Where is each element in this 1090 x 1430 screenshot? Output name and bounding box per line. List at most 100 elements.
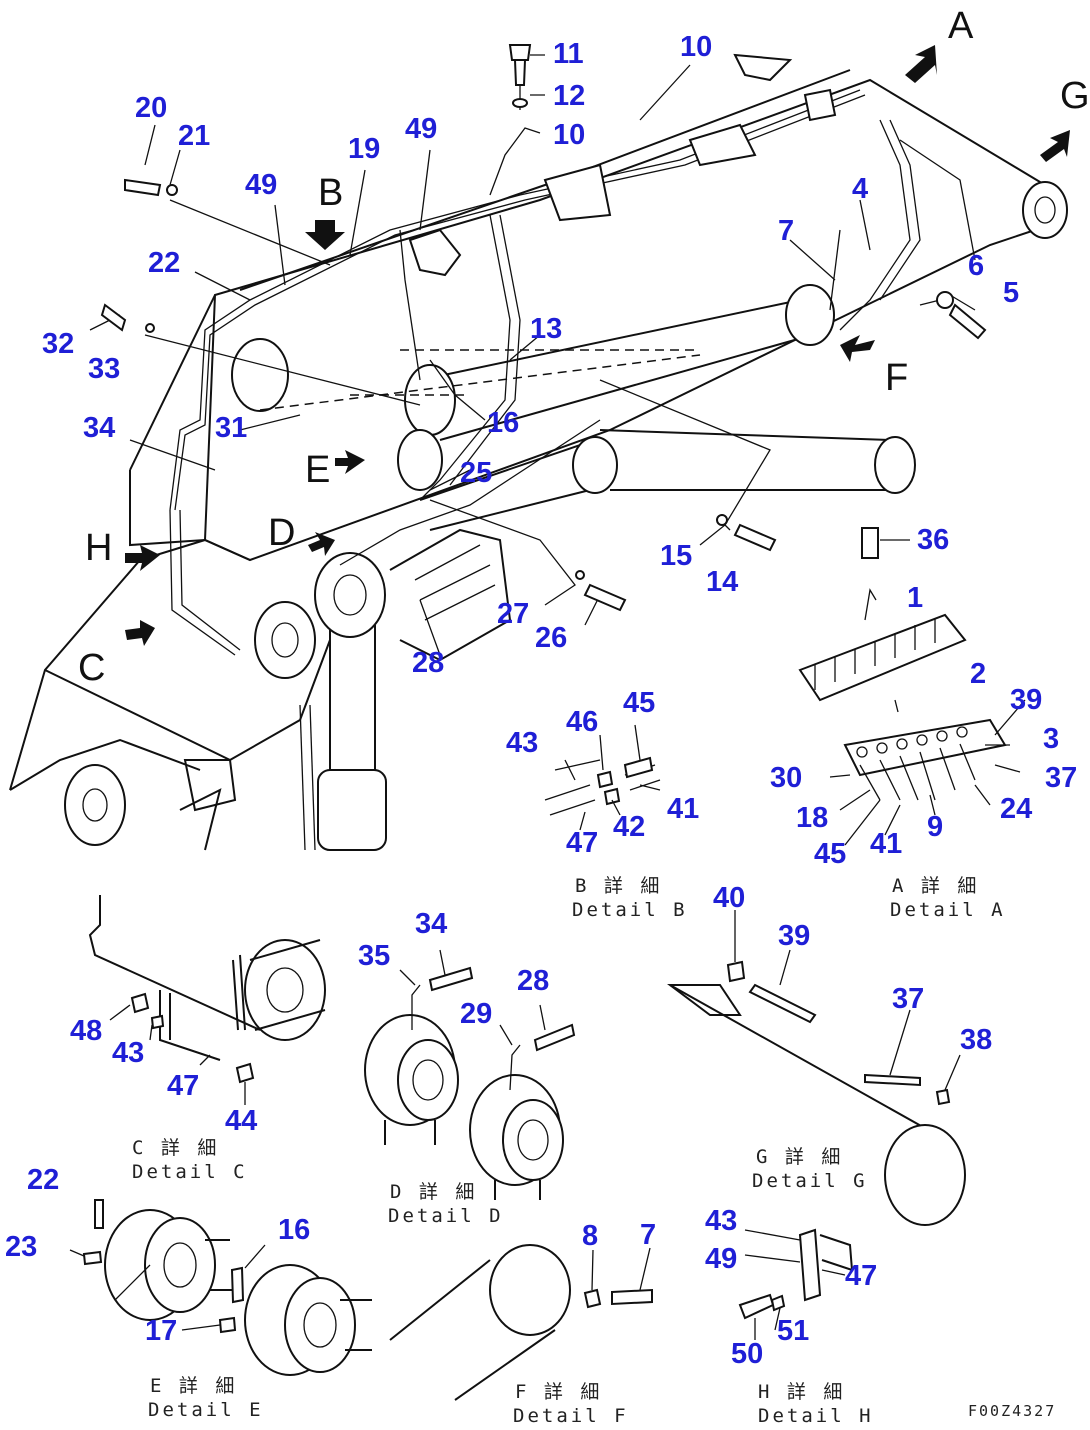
callout-35[interactable]: 35	[358, 940, 390, 972]
callout-28b[interactable]: 28	[517, 965, 549, 997]
caption-e-jp: E 詳 細	[150, 1375, 237, 1397]
caption-g-jp: G 詳 細	[756, 1146, 843, 1168]
view-arrows	[125, 45, 1070, 646]
detail-h-drawing	[738, 1228, 854, 1340]
callout-14[interactable]: 14	[706, 566, 738, 598]
arrow-c-icon	[125, 620, 155, 646]
callout-11[interactable]: 11	[553, 38, 584, 70]
callout-46[interactable]: 46	[566, 706, 598, 738]
callout-47c[interactable]: 47	[845, 1260, 877, 1292]
caption-h-en: Detail H	[758, 1405, 874, 1427]
callout-12[interactable]: 12	[553, 80, 585, 112]
caption-e-en: Detail E	[148, 1399, 264, 1421]
callout-39b[interactable]: 39	[778, 920, 810, 952]
callout-50[interactable]: 50	[731, 1338, 763, 1370]
callout-47a[interactable]: 47	[566, 827, 598, 859]
callout-49c[interactable]: 49	[705, 1243, 737, 1275]
drawing-code: F00Z4327	[968, 1402, 1056, 1420]
callout-10a[interactable]: 10	[553, 119, 585, 151]
callout-33[interactable]: 33	[88, 353, 120, 385]
callout-36[interactable]: 36	[917, 524, 949, 556]
callout-18[interactable]: 18	[796, 802, 828, 834]
callout-34b[interactable]: 34	[415, 908, 447, 940]
detail-f-drawing	[389, 1244, 653, 1401]
callout-15[interactable]: 15	[660, 540, 692, 572]
callout-24[interactable]: 24	[1000, 793, 1032, 825]
callout-37a[interactable]: 37	[1045, 762, 1077, 794]
callout-6[interactable]: 6	[968, 250, 984, 282]
arrow-a-icon	[905, 45, 937, 83]
callout-49a[interactable]: 49	[405, 113, 437, 145]
callout-16a[interactable]: 16	[487, 407, 519, 439]
callout-37b[interactable]: 37	[892, 983, 924, 1015]
callout-7[interactable]: 7	[778, 215, 794, 247]
callout-45a[interactable]: 45	[814, 838, 846, 870]
callout-1[interactable]: 1	[907, 582, 923, 614]
caption-d-en: Detail D	[388, 1205, 504, 1227]
callout-4[interactable]: 4	[852, 173, 868, 205]
view-letter-d: D	[268, 512, 295, 554]
callout-2[interactable]: 2	[970, 658, 986, 690]
callout-28a[interactable]: 28	[412, 647, 444, 679]
detail-a-drawing	[798, 588, 1026, 846]
callout-48[interactable]: 48	[70, 1015, 102, 1047]
callout-7b[interactable]: 7	[640, 1219, 656, 1251]
arrow-e-icon	[335, 450, 365, 474]
callout-21[interactable]: 21	[178, 120, 210, 152]
callout-39a[interactable]: 39	[1010, 684, 1042, 716]
view-letter-f: F	[885, 357, 908, 399]
callout-16b[interactable]: 16	[278, 1214, 310, 1246]
callout-23[interactable]: 23	[5, 1231, 37, 1263]
boom-assembly-drawing	[9, 44, 1068, 851]
caption-c-jp: C 詳 細	[132, 1137, 219, 1159]
view-letter-c: C	[78, 647, 105, 689]
callout-26[interactable]: 26	[535, 622, 567, 654]
callout-40[interactable]: 40	[713, 882, 745, 914]
caption-d-jp: D 詳 細	[390, 1181, 477, 1203]
callout-19[interactable]: 19	[348, 133, 380, 165]
caption-a-jp: A 詳 細	[892, 875, 979, 897]
callout-30[interactable]: 30	[770, 762, 802, 794]
callout-20[interactable]: 20	[135, 92, 167, 124]
callout-38[interactable]: 38	[960, 1024, 992, 1056]
caption-c-en: Detail C	[132, 1161, 248, 1183]
callout-51[interactable]: 51	[777, 1315, 809, 1347]
callout-3[interactable]: 3	[1043, 723, 1059, 755]
callout-43c[interactable]: 43	[705, 1205, 737, 1237]
callout-34a[interactable]: 34	[83, 412, 115, 444]
arrow-b-icon	[305, 220, 345, 250]
callout-43b[interactable]: 43	[112, 1037, 144, 1069]
callout-8[interactable]: 8	[582, 1220, 598, 1252]
callout-9[interactable]: 9	[927, 811, 943, 843]
caption-f-jp: F 詳 細	[515, 1381, 602, 1403]
callout-10b[interactable]: 10	[680, 31, 712, 63]
callout-17[interactable]: 17	[145, 1315, 177, 1347]
callout-42[interactable]: 42	[613, 811, 645, 843]
view-letter-b: B	[318, 172, 343, 214]
view-letter-g: G	[1060, 75, 1090, 117]
view-letter-e: E	[305, 449, 330, 491]
callout-32[interactable]: 32	[42, 328, 74, 360]
callout-41a[interactable]: 41	[870, 828, 902, 860]
view-letter-labels: A B C D E F G H	[78, 5, 1090, 689]
callout-25[interactable]: 25	[460, 457, 492, 489]
callout-49b[interactable]: 49	[245, 169, 277, 201]
callout-5[interactable]: 5	[1003, 277, 1019, 309]
callout-29[interactable]: 29	[460, 998, 492, 1030]
callout-41b[interactable]: 41	[667, 793, 699, 825]
callout-22[interactable]: 22	[148, 247, 180, 279]
callout-22b[interactable]: 22	[27, 1164, 59, 1196]
callout-44[interactable]: 44	[225, 1105, 257, 1137]
caption-h-jp: H 詳 細	[758, 1381, 845, 1403]
caption-a-en: Detail A	[890, 899, 1006, 921]
callout-45b[interactable]: 45	[623, 687, 655, 719]
callout-13[interactable]: 13	[530, 313, 562, 345]
detail-b-drawing	[544, 724, 661, 831]
callout-43a[interactable]: 43	[506, 727, 538, 759]
detail-captions: B 詳 細 Detail B A 詳 細 Detail A C 詳 細 Deta…	[132, 875, 1056, 1427]
detail-g-drawing	[667, 910, 966, 1226]
callout-31[interactable]: 31	[215, 412, 247, 444]
callout-47b[interactable]: 47	[167, 1070, 199, 1102]
callout-27[interactable]: 27	[497, 598, 529, 630]
